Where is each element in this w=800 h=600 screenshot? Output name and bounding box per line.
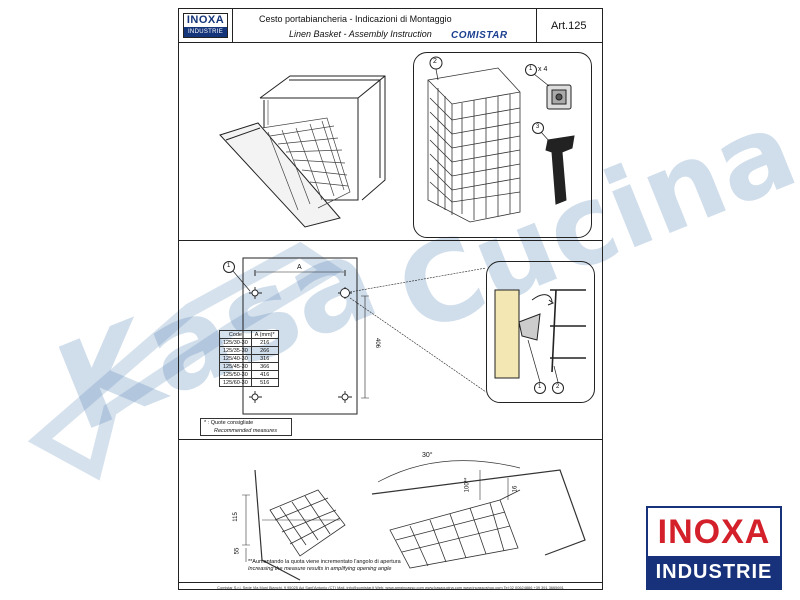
tilted-door — [219, 117, 351, 228]
screw-quantity: x 4 — [538, 66, 548, 73]
sheet-header: INOXA INDUSTRIE Cesto portabiancheria - … — [179, 9, 602, 43]
brand-bottom-text: INDUSTRIE — [648, 556, 780, 588]
components-panel — [413, 52, 592, 238]
angled-basket-left — [242, 469, 346, 581]
code-cell: 125/30-30 — [219, 338, 252, 347]
hook-bracket-drawing — [545, 135, 575, 205]
angle-note: **Aumentando la quota viene incrementato… — [248, 559, 401, 573]
quote-note-english: Recommended measures — [214, 428, 277, 434]
dimension-angle: 30° — [422, 452, 433, 459]
callout-mark-2-detail — [552, 382, 564, 394]
callout-screw-label: 1 — [529, 66, 533, 72]
code-cell: 125/60-30 — [219, 378, 252, 387]
angled-basket-right — [371, 460, 586, 569]
screw-clip-drawing — [546, 84, 572, 110]
logo-top-text: INOXA — [184, 14, 227, 27]
detail-mark-2-label: 2 — [556, 384, 560, 390]
footer-text: Comistar S.r.l. Sede Via Muni Bianchi, 9… — [217, 585, 564, 590]
value-cell: 316 — [250, 354, 279, 363]
section-divider — [179, 439, 602, 440]
code-cell: 125/50-30 — [219, 370, 252, 379]
code-cell: 125/40-30 — [219, 354, 252, 363]
detail-panel — [486, 261, 595, 403]
dimension-115: 115 — [232, 512, 239, 522]
assembly-sheet: INOXA INDUSTRIE Cesto portabiancheria - … — [178, 8, 603, 590]
quote-note-italian: * : Quote consigliate — [204, 420, 254, 426]
angle-note-english: Increasing the measure results in amplif… — [248, 566, 392, 572]
code-cell: 125/45-30 — [219, 362, 252, 371]
value-cell: 216 — [250, 338, 279, 347]
comistar-logo: COMISTAR — [451, 30, 508, 41]
dimension-a: A — [297, 264, 302, 271]
value-cell: 416 — [250, 370, 279, 379]
detail-mark-1-label: 1 — [538, 384, 542, 390]
code-cell: 125/35-30 — [219, 346, 252, 355]
angle-note-italian: **Aumentando la quota viene incrementato… — [248, 559, 401, 565]
column-header-a: A (mm)* — [250, 330, 279, 339]
dimension-100: 100** — [464, 477, 471, 493]
callout-mark-1-label: 1 — [227, 263, 231, 269]
callout-mark-1-circle — [223, 261, 235, 273]
inoxa-logo: INOXA INDUSTRIE — [183, 13, 228, 38]
title-italian: Cesto portabiancheria - Indicazioni di M… — [259, 14, 452, 24]
callout-hook-label: 3 — [536, 124, 540, 130]
wire-basket-drawing — [427, 67, 521, 223]
mount-points — [249, 287, 352, 403]
value-cell: 266 — [250, 346, 279, 355]
callout-mark-1-detail — [534, 382, 546, 394]
header-divider — [232, 9, 233, 42]
brand-top-text: INOXA — [648, 508, 780, 556]
value-cell: 366 — [250, 362, 279, 371]
cabinet-drawing — [259, 75, 386, 201]
dimension-16: 16 — [512, 485, 519, 493]
section-divider — [179, 582, 602, 583]
recommended-measures-note: * : Quote consigliate Recommended measur… — [200, 418, 292, 436]
detail-hook-drawing — [494, 289, 586, 379]
callout-1-circle — [525, 64, 537, 76]
inoxa-brand-logo: INOXA INDUSTRIE — [646, 506, 782, 590]
section-divider — [179, 240, 602, 241]
title-english: Linen Basket - Assembly Instruction — [289, 29, 432, 39]
logo-bottom-text: INDUSTRIE — [184, 27, 227, 37]
header-divider — [536, 9, 537, 42]
dimension-55: 55 — [234, 547, 241, 555]
dimension-height: 406 — [374, 337, 381, 349]
callout-basket-label: 2 — [433, 58, 437, 65]
code-table-header: Code A (mm)* — [219, 330, 279, 339]
callout-3-circle — [532, 122, 544, 134]
article-number: Art.125 — [551, 20, 587, 32]
column-header-code: Code — [219, 330, 252, 339]
value-cell: 516 — [250, 378, 279, 387]
